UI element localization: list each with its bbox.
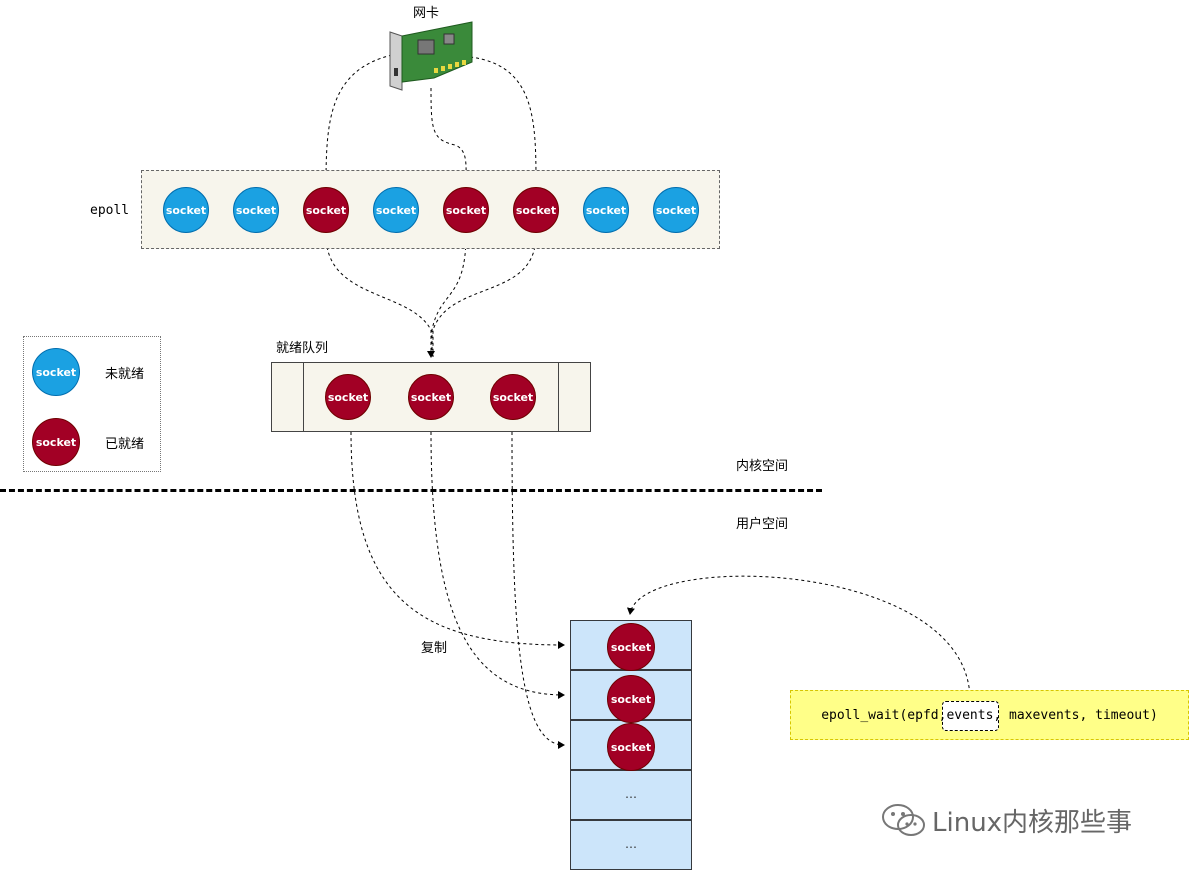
epoll-socket-7: socket (583, 187, 629, 233)
epoll-socket-1: socket (163, 187, 209, 233)
events-param-highlight (942, 701, 999, 731)
legend-socket-ready: socket (32, 418, 80, 466)
kernel-space-label: 内核空间 (736, 459, 789, 474)
epoll-socket-6: socket (513, 187, 559, 233)
legend-ready-label: 已就绪 (105, 437, 145, 452)
ready-queue (271, 362, 591, 432)
epoll-socket-2: socket (233, 187, 279, 233)
kernel-user-divider (0, 489, 822, 492)
epoll-socket-5: socket (443, 187, 489, 233)
ready-queue-socket-1: socket (325, 374, 371, 420)
copy-label: 复制 (421, 641, 448, 656)
call-prefix: epoll_wait(epfd, (821, 708, 947, 723)
events-socket-3: socket (607, 723, 655, 771)
epoll-container (141, 170, 720, 249)
events-cell-4-ellipsis: … (625, 787, 637, 801)
ready-queue-right-cap (558, 363, 590, 431)
arrow-socket-3-to-queue (325, 234, 435, 358)
events-cell-5-ellipsis: … (625, 837, 637, 851)
epoll-wait-signature: epoll_wait(epfd,events, maxevents, timeo… (791, 708, 1188, 723)
call-suffix: , maxevents, timeout) (993, 708, 1158, 723)
events-to-array-arrow (627, 575, 971, 701)
arrow-nic-to-socket-6 (469, 56, 540, 185)
events-cell-5: … (570, 820, 692, 870)
arrow-nic-to-socket-5 (430, 87, 471, 185)
events-socket-2: socket (607, 675, 655, 723)
epoll-socket-3: socket (303, 187, 349, 233)
ready-queue-left-cap (272, 363, 304, 431)
network-card-icon (389, 21, 473, 91)
legend-not-ready-label: 未就绪 (105, 367, 145, 382)
copy-arrow-2 (430, 431, 565, 699)
copy-arrow-3 (511, 431, 565, 749)
call-events-param: events (946, 708, 994, 723)
epoll-socket-4: socket (373, 187, 419, 233)
ready-queue-socket-3: socket (490, 374, 536, 420)
user-space-label: 用户空间 (736, 517, 789, 532)
wechat-icon (882, 804, 925, 836)
ready-queue-label: 就绪队列 (276, 341, 329, 356)
legend-socket-not-ready: socket (32, 348, 80, 396)
nic-label: 网卡 (413, 6, 440, 21)
arrow-socket-5-to-queue (431, 234, 467, 357)
epoll-wait-call: epoll_wait(epfd,events, maxevents, timeo… (790, 690, 1189, 740)
copy-arrow-1 (350, 431, 565, 649)
arrow-socket-6-to-queue (432, 234, 537, 357)
events-cell-4: … (570, 770, 692, 820)
events-socket-1: socket (607, 623, 655, 671)
epoll-label: epoll (90, 203, 130, 218)
arrow-nic-to-socket-3 (322, 54, 393, 185)
epoll-socket-8: socket (653, 187, 699, 233)
ready-queue-socket-2: socket (408, 374, 454, 420)
watermark-text: Linux内核那些事 (932, 808, 1133, 838)
